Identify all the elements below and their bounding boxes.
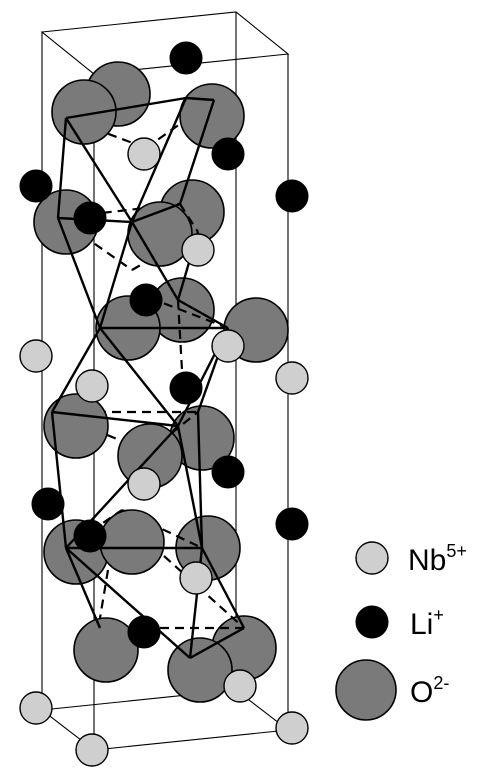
lithium-ion: [169, 371, 203, 405]
legend-oxygen-label: O2-: [410, 673, 449, 709]
legend-lithium-swatch: [355, 605, 389, 639]
niobium-ion: [223, 669, 257, 703]
lithium-ion: [19, 169, 53, 203]
legend-niobium-swatch: [355, 541, 389, 575]
lithium-ion: [275, 507, 309, 541]
lithium-ion: [31, 487, 65, 521]
niobium-ion: [181, 233, 215, 267]
lithium-ion: [211, 455, 245, 489]
niobium-ions: [19, 137, 309, 767]
legend-oxygen-swatch: [335, 659, 397, 721]
niobium-ion: [127, 137, 161, 171]
lithium-ion: [73, 201, 107, 235]
lithium-ion: [73, 519, 107, 553]
oxygen-ion: [73, 617, 139, 683]
lithium-ion: [275, 179, 309, 213]
legend: Nb5+ Li+ O2-: [335, 541, 467, 721]
oxygen-ions-front: [33, 79, 245, 703]
legend-lithium-label: Li+: [410, 605, 444, 641]
lithium-ion: [169, 41, 203, 75]
oxygen-ion: [43, 393, 109, 459]
octahedron-edges: [50, 96, 246, 660]
niobium-ion: [19, 339, 53, 373]
niobium-ion: [19, 691, 53, 725]
legend-lithium-charge: +: [433, 605, 444, 625]
legend-item-lithium: Li+: [355, 605, 444, 641]
lithium-ion: [211, 137, 245, 171]
oxygen-ion: [51, 79, 117, 145]
legend-item-niobium: Nb5+: [355, 541, 467, 577]
niobium-ion: [211, 329, 245, 363]
niobium-ion: [75, 369, 109, 403]
niobium-ion: [75, 733, 109, 767]
oxygen-ion: [99, 509, 165, 575]
niobium-ion: [179, 561, 213, 595]
legend-oxygen-symbol: O: [410, 676, 433, 709]
lithium-ion: [129, 283, 163, 317]
niobium-ion: [275, 711, 309, 745]
lithium-ion: [127, 615, 161, 649]
legend-lithium-symbol: Li: [410, 608, 433, 641]
niobium-ion: [275, 361, 309, 395]
lithium-ions: [19, 41, 309, 649]
legend-niobium-label: Nb5+: [408, 541, 467, 577]
legend-item-oxygen: O2-: [335, 659, 449, 721]
legend-niobium-charge: 5+: [446, 541, 467, 561]
niobium-ion: [127, 467, 161, 501]
oxygen-ion: [179, 83, 245, 149]
legend-oxygen-charge: 2-: [433, 673, 449, 693]
legend-niobium-symbol: Nb: [408, 544, 446, 577]
